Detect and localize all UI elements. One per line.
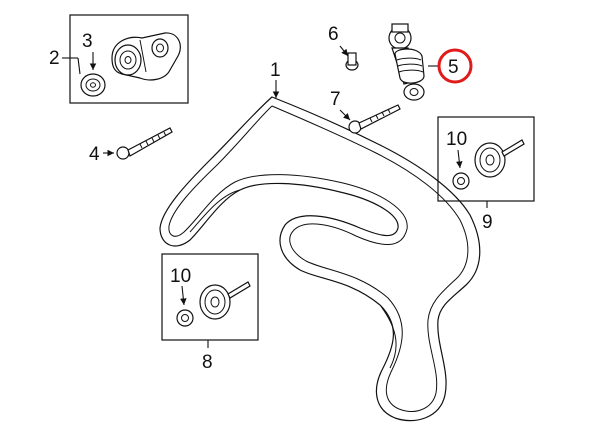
callout-10-lower: 10 bbox=[170, 266, 191, 287]
callout-1: 1 bbox=[270, 60, 281, 81]
highlight-circle bbox=[437, 48, 473, 84]
idler-bracket-icon[interactable] bbox=[111, 32, 181, 81]
idler-assembly-box bbox=[69, 14, 189, 104]
callout-3: 3 bbox=[82, 31, 93, 52]
callout-9: 9 bbox=[482, 212, 493, 233]
callout-2: 2 bbox=[49, 48, 60, 69]
callout-10-upper: 10 bbox=[446, 129, 467, 150]
callout-4: 4 bbox=[89, 144, 100, 165]
callout-8: 8 bbox=[202, 352, 213, 373]
serpentine-belt[interactable] bbox=[159, 96, 481, 422]
pulley-assembly-box-9 bbox=[437, 116, 535, 202]
callout-5[interactable]: 5 bbox=[448, 57, 459, 78]
bolt-4-icon[interactable] bbox=[116, 127, 173, 160]
pulley-assembly-box-8 bbox=[161, 253, 259, 341]
pulley-9-icon[interactable] bbox=[452, 139, 525, 190]
callout-6: 6 bbox=[328, 24, 339, 45]
callout-7: 7 bbox=[330, 89, 341, 110]
bolt-6-icon[interactable] bbox=[345, 52, 359, 71]
pulley-8-icon[interactable] bbox=[176, 281, 251, 327]
bolt-7-icon[interactable] bbox=[348, 104, 401, 134]
belt-tensioner-icon[interactable] bbox=[388, 23, 425, 101]
idler-pulley-icon[interactable] bbox=[80, 73, 106, 97]
